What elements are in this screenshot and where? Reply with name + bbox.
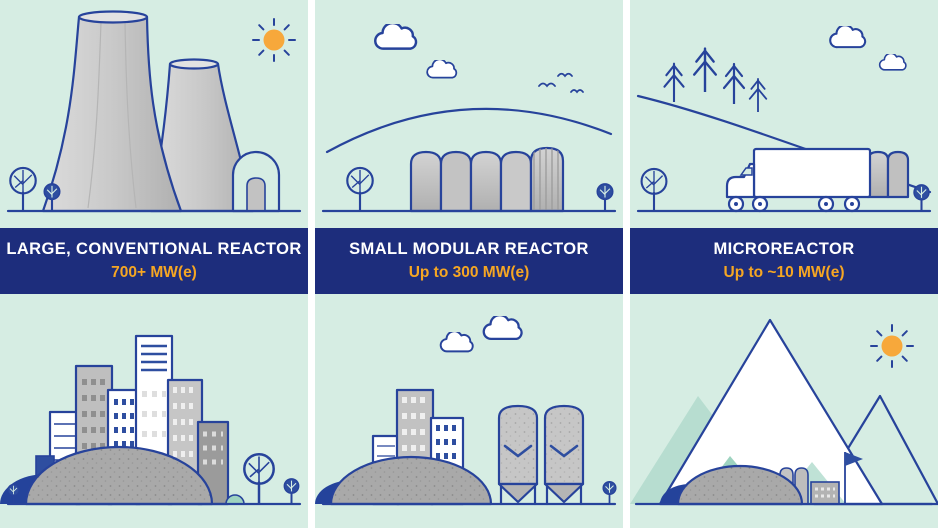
- remote-site-illustration: [630, 294, 938, 528]
- cloud-icon: [482, 316, 523, 341]
- tree-icon-small: [602, 480, 617, 504]
- cloud-icon: [373, 24, 418, 50]
- containment-dome: [231, 150, 281, 213]
- tree-icon-small: [596, 182, 614, 211]
- microreactor-transport-svg: [636, 26, 932, 213]
- pine-tree-icon: [722, 62, 746, 104]
- flag-icon: [845, 452, 863, 466]
- smr-site-svg: [321, 24, 617, 213]
- reactor-capacity: 700+ MW(e): [111, 264, 197, 281]
- reactor-capacity: Up to 300 MW(e): [408, 264, 530, 281]
- pine-tree-icon: [748, 78, 768, 112]
- excavation-mound: [329, 455, 493, 506]
- cloud-icon: [878, 54, 907, 71]
- large-city-svg: [0, 334, 302, 506]
- title-band-large: LARGE, CONVENTIONAL REACTOR 700+ MW(e): [0, 228, 308, 294]
- microreactor-transport-illustration: [630, 0, 938, 228]
- pine-tree-icon: [663, 62, 685, 102]
- cloud-icon: [439, 332, 474, 353]
- tree-icon: [346, 166, 374, 211]
- pine-tree-icon: [692, 47, 718, 92]
- remote-site-svg: [630, 318, 938, 506]
- reactor-cask: [866, 150, 910, 199]
- industrial-silos: [497, 404, 585, 506]
- bush-icon: [225, 494, 245, 505]
- birds-icon: [538, 72, 584, 94]
- tree-icon: [640, 167, 668, 211]
- hill-line: [325, 107, 613, 154]
- title-band-smr: SMALL MODULAR REACTOR Up to 300 MW(e): [315, 228, 623, 294]
- panel-small-modular: SMALL MODULAR REACTOR Up to 300 MW(e): [315, 0, 623, 528]
- excavation-mound: [676, 464, 804, 506]
- smr-town-illustration: [315, 294, 623, 528]
- reactor-module-tanks: [409, 146, 565, 213]
- cooling-tower-large: [41, 10, 183, 213]
- large-city-illustration: [0, 294, 308, 528]
- panel-large-conventional: LARGE, CONVENTIONAL REACTOR 700+ MW(e): [0, 0, 308, 528]
- reactor-type-title: LARGE, CONVENTIONAL REACTOR: [6, 240, 302, 258]
- tree-icon: [9, 166, 37, 211]
- reactor-type-title: SMALL MODULAR REACTOR: [349, 240, 589, 258]
- sun-icon: [252, 18, 296, 62]
- cloud-icon: [426, 60, 458, 79]
- reactor-type-title: MICROREACTOR: [713, 240, 855, 258]
- excavation-mound: [24, 445, 214, 506]
- reactor-capacity: Up to ~10 MW(e): [723, 264, 845, 281]
- smr-site-illustration: [315, 0, 623, 228]
- title-band-micro: MICROREACTOR Up to ~10 MW(e): [630, 228, 938, 294]
- large-reactor-site-svg: [6, 10, 302, 213]
- sun-icon: [870, 324, 914, 368]
- tree-icon-small: [283, 477, 300, 504]
- smr-town-svg: [315, 316, 617, 506]
- transport-truck: [725, 147, 872, 213]
- tree-icon: [242, 452, 276, 504]
- cloud-icon: [829, 26, 867, 49]
- panel-microreactor: MICROREACTOR Up to ~10 MW(e): [630, 0, 938, 528]
- large-reactor-site-illustration: [0, 0, 308, 228]
- tree-icon-small: [912, 183, 931, 211]
